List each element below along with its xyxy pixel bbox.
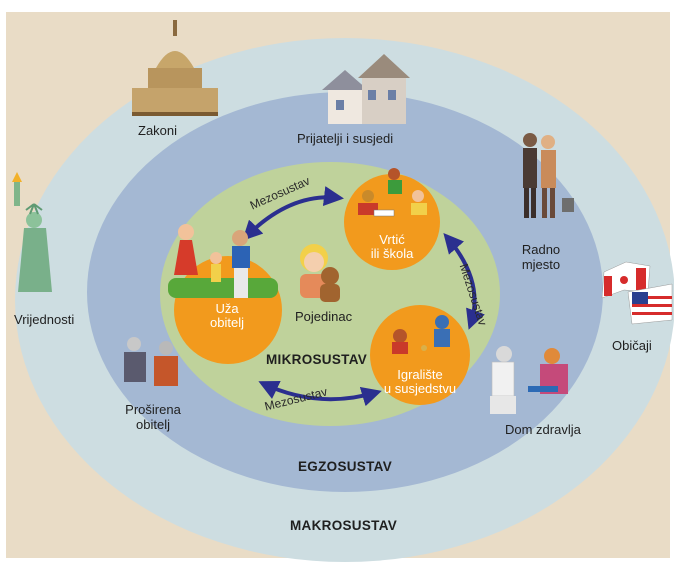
- playground-children-image: [392, 315, 450, 354]
- capitol-building-image: [132, 20, 218, 116]
- vrtic-skola-line-2: ili škola: [370, 246, 414, 261]
- igraliste-label: Igralište u susjedstvu: [384, 368, 456, 396]
- vrijednosti-label: Vrijednosti: [14, 312, 75, 327]
- mikrosustav-label: MIKROSUSTAV: [266, 352, 368, 367]
- igraliste-line-2: u susjedstvu: [383, 381, 457, 396]
- radno-mjesto-line-2: mjesto: [521, 257, 561, 272]
- radno-mjesto-label: Radno mjesto: [522, 242, 560, 272]
- prosirena-obitelj-line-1: Proširena: [125, 402, 181, 417]
- radno-mjesto-line-1: Radno: [521, 242, 561, 257]
- prijatelji-susjedi-label: Prijatelji i susjedi: [297, 131, 394, 146]
- doctor-patient-image: [490, 346, 568, 414]
- zakoni-label: Zakoni: [138, 123, 178, 138]
- prosirena-obitelj-label: Proširena obitelj: [125, 402, 181, 432]
- vrtic-skola-label: Vrtić ili škola: [371, 233, 414, 261]
- pojedinac-label: Pojedinac: [295, 309, 353, 324]
- mezo-arrow-playground-extended: [258, 380, 382, 407]
- vrtic-skola-line-1: Vrtić: [379, 232, 405, 247]
- school-children-image: [358, 168, 427, 217]
- prosirena-obitelj-line-2: obitelj: [136, 417, 170, 432]
- individual-child-image: [300, 244, 340, 302]
- egzosustav-label: EGZOSUSTAV: [298, 459, 393, 474]
- family-figures-image: [168, 224, 278, 298]
- obicaji-label: Običaji: [612, 338, 652, 353]
- grandparents-image: [124, 337, 178, 386]
- uza-obitelj-line-1: Uža: [215, 301, 239, 316]
- mezo-arrow-family-school: [242, 186, 344, 241]
- uza-obitelj-line-2: obitelj: [210, 315, 244, 330]
- statue-of-liberty-image: [12, 172, 52, 292]
- dom-zdravlja-label: Dom zdravlja: [505, 422, 581, 437]
- flags-image: [601, 261, 673, 325]
- mezo-arrow-school-playground: [443, 232, 485, 330]
- neighborhood-houses-image: [322, 54, 410, 124]
- igraliste-line-1: Igralište: [397, 367, 443, 382]
- makrosustav-label: MAKROSUSTAV: [290, 518, 398, 533]
- uza-obitelj-label: Uža obitelj: [210, 302, 244, 330]
- business-couple-image: [523, 133, 574, 218]
